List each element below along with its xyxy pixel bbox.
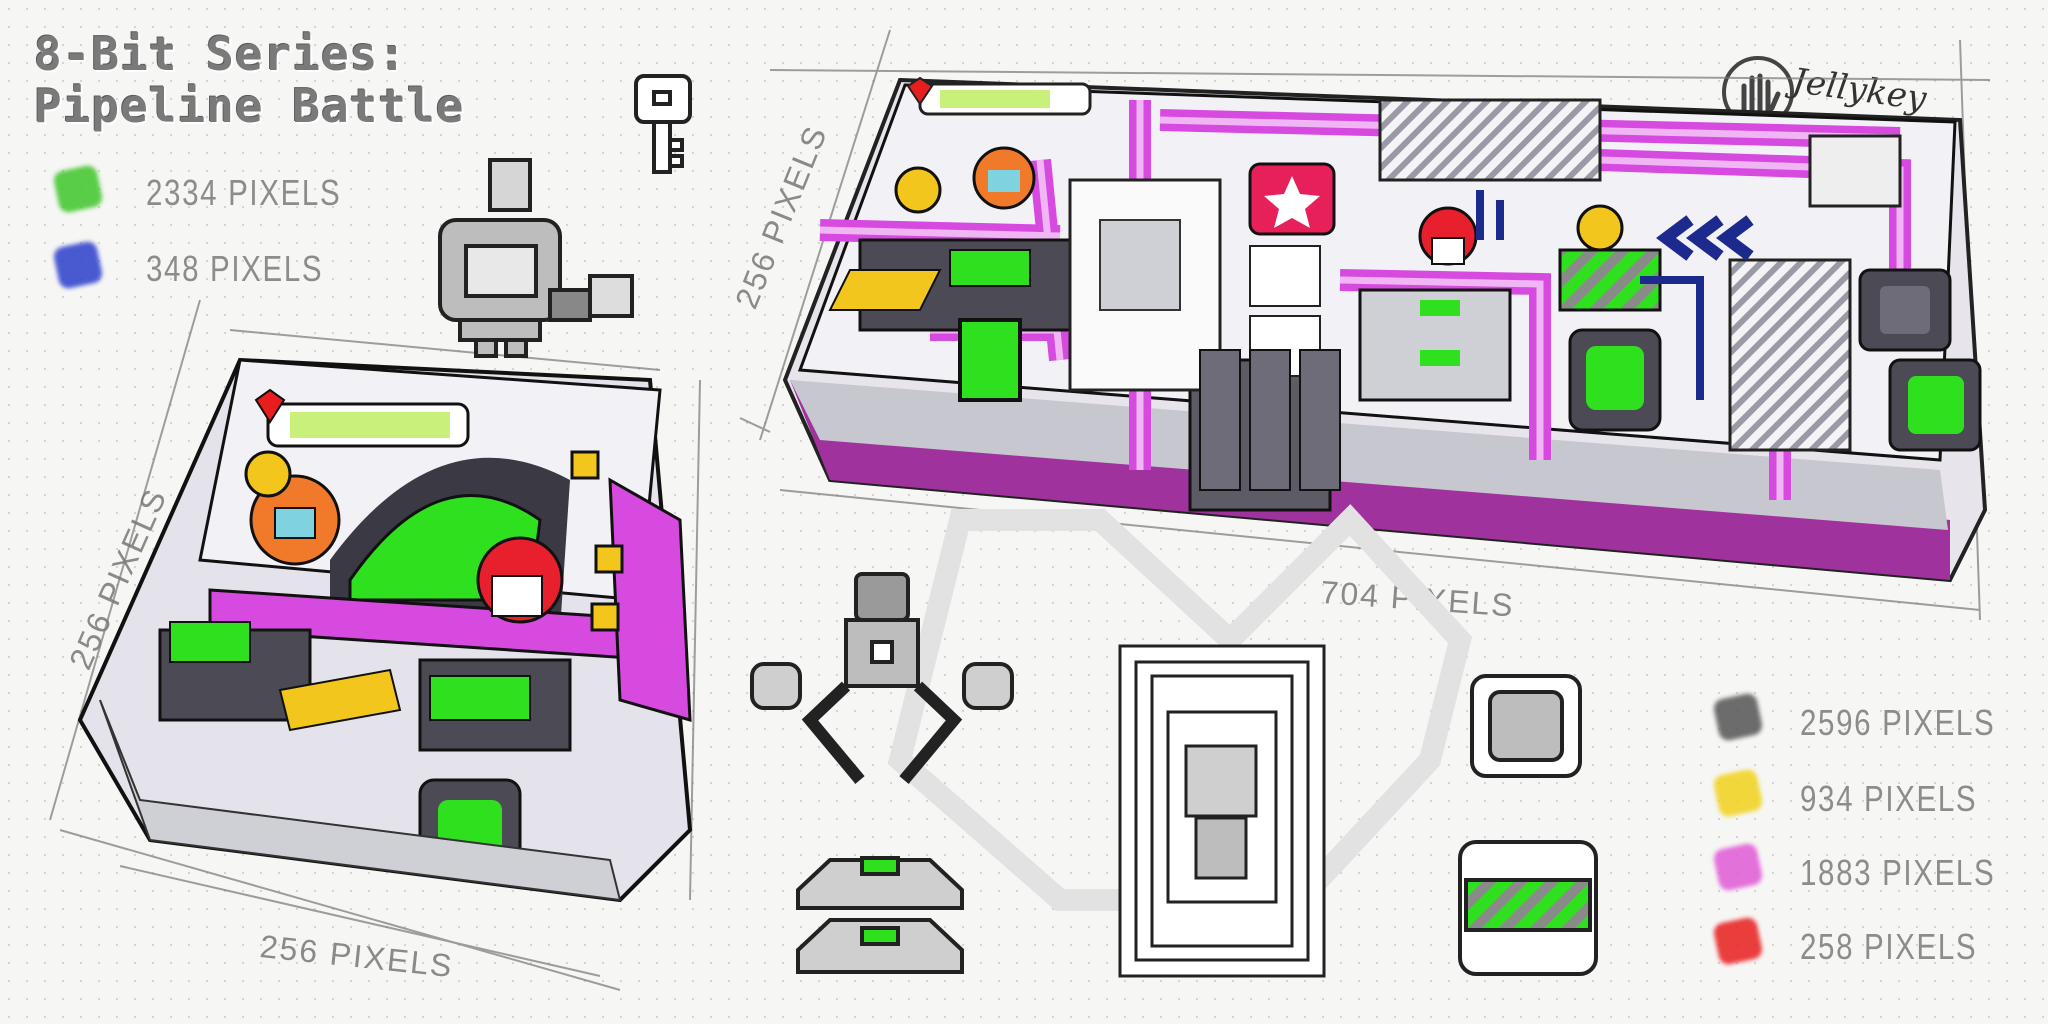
blue-pixel-count: 348 PIXELS [146,248,324,289]
small-voxel-box [77,357,693,903]
key-icon [634,74,692,174]
striped-container-sprite [1458,840,1598,976]
blueprint-sprites [750,504,1598,978]
title-line-2: Pipeline Battle [34,79,465,133]
page-title: 8-Bit Series: Pipeline Battle [34,28,464,132]
magenta-pixel-count: 1883 PIXELS [1800,852,1996,893]
button-sprite [1470,674,1582,778]
red-pixel-count: 258 PIXELS [1800,926,1978,967]
yellow-pixel-count: 934 PIXELS [1800,778,1978,819]
big-voxel-box [782,76,1988,583]
claw-sprite [750,572,1014,784]
tray-sprites [796,856,964,974]
card-sprite [1118,644,1326,978]
title-line-1: 8-Bit Series: [34,27,408,81]
grey-pixel-count: 2596 PIXELS [1800,702,1996,743]
green-pixel-count: 2334 PIXELS [146,172,342,213]
robot-sprite [438,158,634,358]
